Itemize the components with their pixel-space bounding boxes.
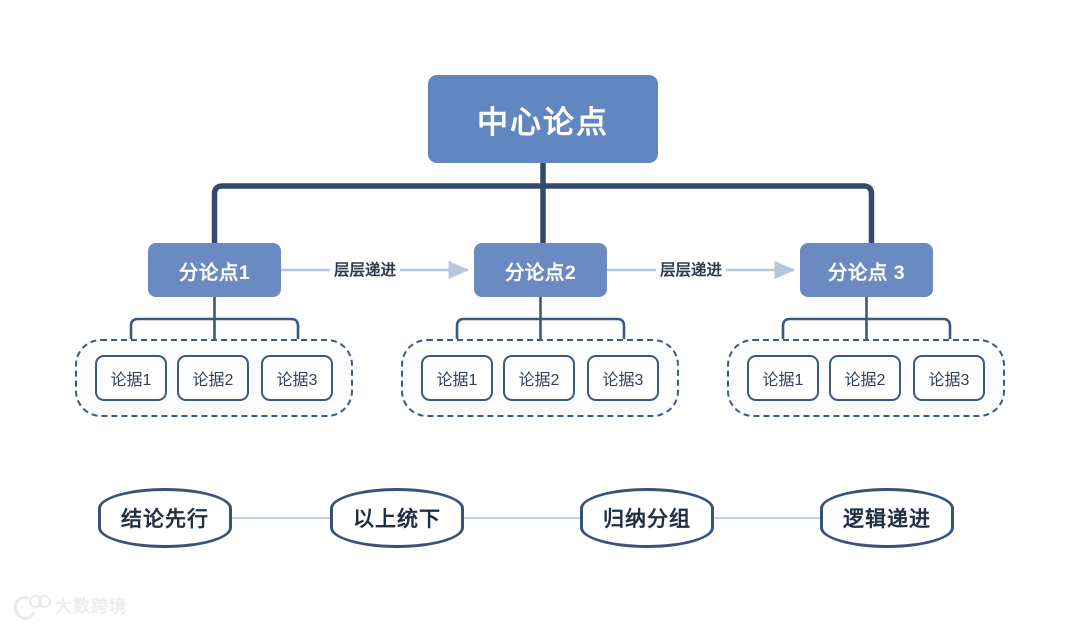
evidence-node-1-2[interactable]: 论据2 [177, 355, 249, 401]
evidence-node-2-1[interactable]: 论据1 [421, 355, 493, 401]
evidence-node-2-2[interactable]: 论据2 [503, 355, 575, 401]
sub-argument-node-2[interactable]: 分论点2 [474, 243, 607, 297]
evidence-node-3-2[interactable]: 论据2 [829, 355, 901, 401]
progression-label-2: 层层递进 [656, 258, 727, 280]
watermark: 大数跨境 [10, 592, 127, 623]
central-argument-node[interactable]: 中心论点 [428, 75, 658, 163]
evidence-node-3-3[interactable]: 论据3 [913, 355, 985, 401]
principle-node-1[interactable]: 结论先行 [98, 488, 232, 548]
principle-node-4[interactable]: 逻辑递进 [820, 488, 954, 548]
principle-node-2[interactable]: 以上统下 [330, 488, 464, 548]
evidence-node-2-3[interactable]: 论据3 [587, 355, 659, 401]
evidence-node-3-1[interactable]: 论据1 [747, 355, 819, 401]
watermark-text: 大数跨境 [55, 597, 127, 616]
progression-label-1: 层层递进 [330, 258, 401, 280]
watermark-logo-icon [10, 592, 51, 623]
level1-branch-connector [211, 183, 875, 243]
sub-argument-node-3[interactable]: 分论点 3 [800, 243, 933, 297]
evidence-node-1-3[interactable]: 论据3 [261, 355, 333, 401]
evidence-node-1-1[interactable]: 论据1 [95, 355, 167, 401]
sub-argument-node-1[interactable]: 分论点1 [148, 243, 281, 297]
principle-node-3[interactable]: 归纳分组 [580, 488, 714, 548]
